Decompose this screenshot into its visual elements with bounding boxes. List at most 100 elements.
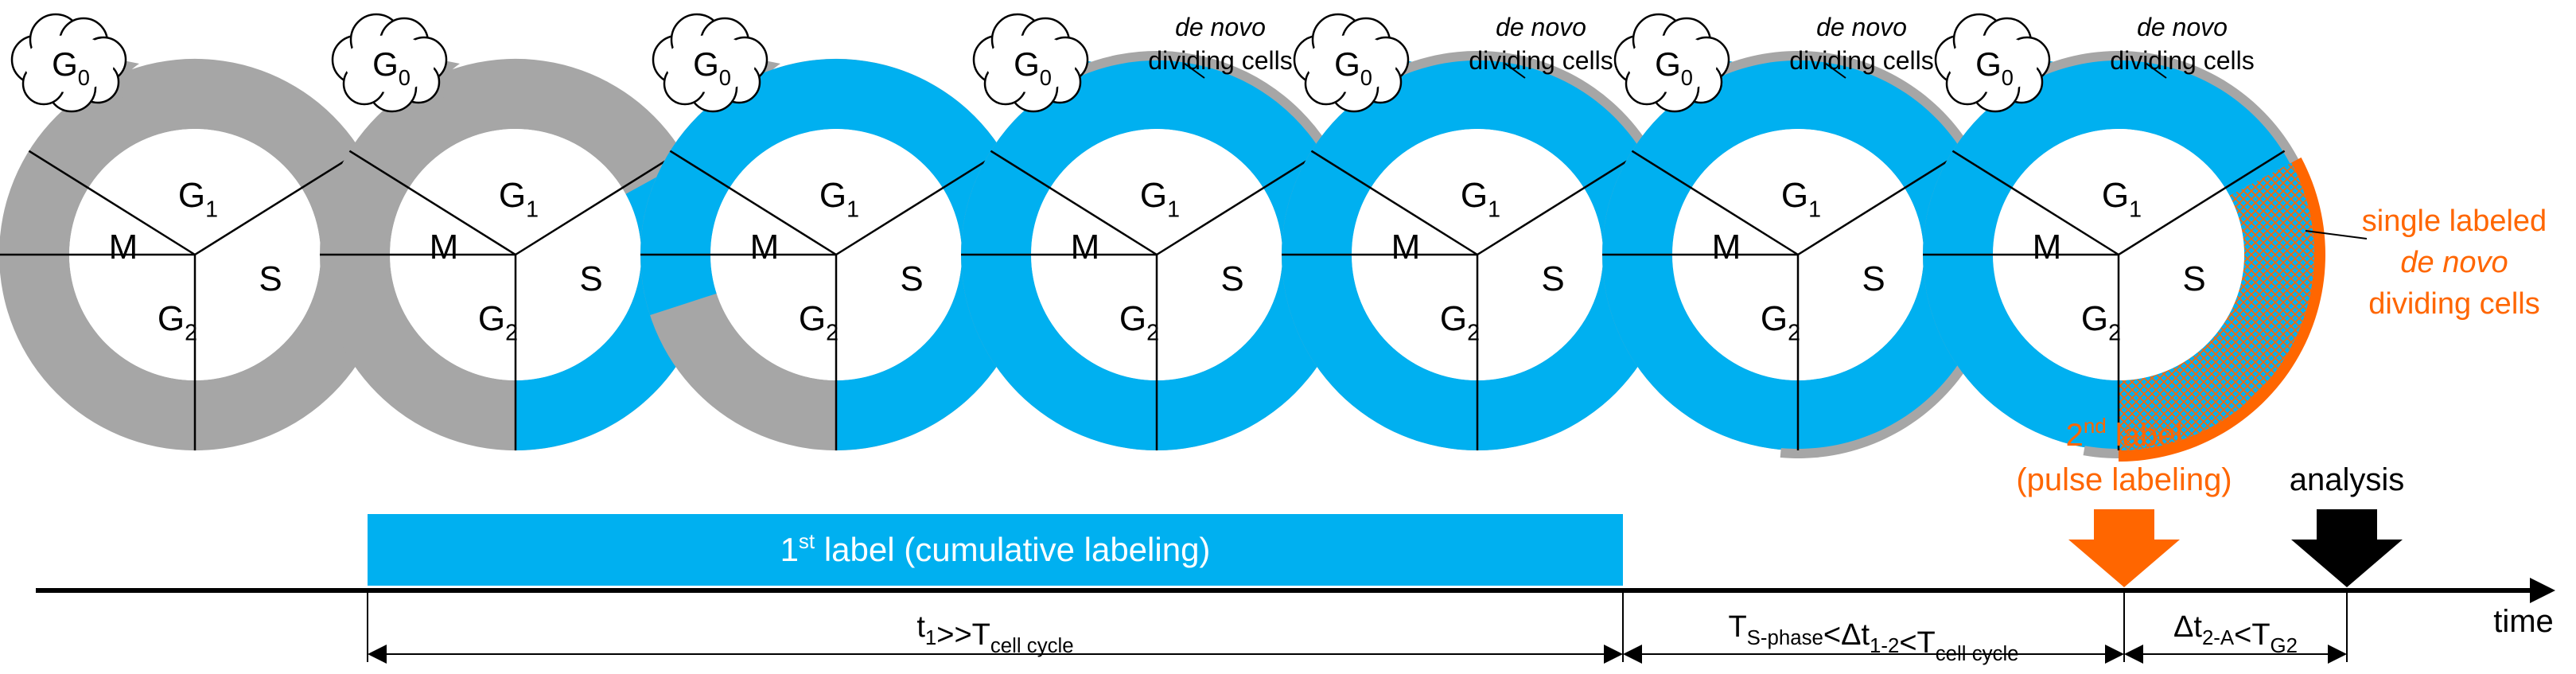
first-label-text: 1st label (cumulative labeling) [780,529,1211,568]
cell-cycle-wheel-4: G1S G2 M G0 de novo dividing cells [961,13,1352,450]
label-g0: G0 [1655,45,1693,90]
label-m: M [430,228,459,267]
label-m: M [1712,228,1741,267]
label-g2: G2 [1119,299,1159,345]
label-g1: G1 [499,176,539,222]
label-m: M [1391,228,1421,267]
de-novo-label: de novo dividing cells [1789,13,1934,79]
phase-divider [194,150,362,256]
g0-cloud: G0 [1934,13,2051,113]
de-novo-line1: de novo [1175,13,1266,41]
label-s: S [2182,259,2205,298]
interval-label-t1: t1>>Tcell cycle [916,610,1073,657]
single-labeled-region [2119,162,2314,450]
label-g1: G1 [1461,176,1500,222]
phase-divider [1951,150,2119,256]
de-novo-line2: dividing cells [2110,46,2254,75]
cell-cycle-wheel-3: G1S G2 M G0 [640,13,1033,451]
label-g0: G0 [372,45,411,90]
label-g1: G1 [1781,176,1821,222]
label-m: M [2033,228,2062,267]
cell-cycle-wheel-7: G1S G2 M G0 de novo dividing cells [1923,13,2326,462]
phase-divider [348,150,516,256]
single-labeled-line3: dividing cells [2368,287,2539,321]
cycle-ring-labeled [640,58,1032,450]
cycle-ring-labeled [1282,59,1673,450]
label-g2: G2 [799,299,839,345]
label-g0: G0 [1975,45,2014,90]
time-axis-label: time [2493,604,2554,639]
de-novo-label: de novo dividing cells [1469,13,1613,79]
interval-label-dt2a: Δt2-A<TG2 [2173,610,2298,657]
label-g0: G0 [1334,45,1372,90]
phase-divider [1477,150,1644,256]
label-g0: G0 [52,45,90,90]
analysis-arrow [2291,509,2403,587]
phase-divider [515,150,683,256]
label-g1: G1 [1140,176,1180,222]
de-novo-label: de novo dividing cells [2110,13,2255,79]
phase-divider [1156,150,1324,256]
phase-divider [1797,150,1965,256]
cycle-ring-unlabeled [0,59,391,450]
g0-cloud: G0 [1613,13,1730,113]
cell-cycle-wheel-1: G1S G2 M G0 [0,13,391,450]
label-g2: G2 [478,299,518,345]
de-novo-line1: de novo [1496,13,1586,41]
de-novo-line2: dividing cells [1469,46,1613,75]
second-label-text: 2nd label [2066,414,2183,453]
analysis-label: analysis [2290,462,2405,497]
de-novo-line2: dividing cells [1148,46,1292,75]
phase-divider [1631,150,1799,256]
label-m: M [109,228,138,267]
g0-cloud: G0 [652,13,769,113]
phase-divider [835,150,1003,256]
second-label-subtext: (pulse labeling) [2016,462,2232,497]
label-s: S [259,259,282,298]
de-novo-line2: dividing cells [1789,46,1933,75]
cycle-ring-labeled [961,59,1352,450]
g0-cloud: G0 [1293,13,1410,113]
label-s: S [1541,259,1564,298]
label-g0: G0 [693,45,731,90]
phase-divider [669,150,837,256]
cell-cycle-wheel-5: G1S G2 M G0 de novo dividing cells [1282,13,1682,450]
cycle-ring-labeled [1602,59,1994,450]
label-s: S [1220,259,1243,298]
de-novo-line1: de novo [2137,13,2228,41]
de-novo-line1: de novo [1816,13,1907,41]
label-g2: G2 [158,299,197,345]
single-labeled-callout: single labeled de novo dividing cells [2305,205,2547,321]
label-g1: G1 [2102,176,2142,222]
g0-cloud: G0 [331,13,448,113]
label-m: M [1071,228,1100,267]
phase-divider [990,150,1158,256]
single-labeled-line2: de novo [2400,246,2508,279]
label-g1: G1 [819,176,859,222]
label-m: M [750,228,780,267]
label-s: S [1862,259,1885,298]
cell-cycle-wheel-2: G1S G2 M G0 [319,13,711,451]
de-novo-label: de novo dividing cells [1148,13,1293,79]
single-labeled-line1: single labeled [2362,205,2547,238]
interval-label-dt12: TS-phase<Δt1-2<Tcell cycle [1728,610,2018,665]
label-g2: G2 [1440,299,1480,345]
g0-cloud: G0 [972,13,1089,113]
time-axis-arrowhead [2530,578,2555,603]
label-g1: G1 [178,176,218,222]
label-g0: G0 [1014,45,1052,90]
phase-divider [28,150,196,256]
phase-divider [2118,150,2286,256]
first-label-bar [368,514,1623,586]
label-s: S [579,259,602,298]
label-g2: G2 [2081,299,2121,345]
single-labeled-outline [2119,157,2326,462]
g0-cloud: G0 [10,13,127,113]
second-label-arrow [2068,509,2180,587]
label-s: S [900,259,923,298]
phase-divider [1310,150,1478,256]
